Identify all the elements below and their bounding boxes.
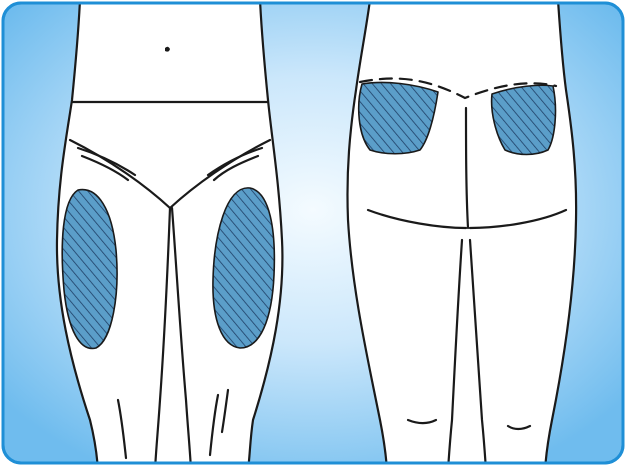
back-view-figure [347,0,576,466]
back-body-outline [347,0,576,466]
front-view-figure [57,0,282,466]
front-left-thigh-site [62,190,117,349]
back-right-buttock-site [492,85,556,154]
